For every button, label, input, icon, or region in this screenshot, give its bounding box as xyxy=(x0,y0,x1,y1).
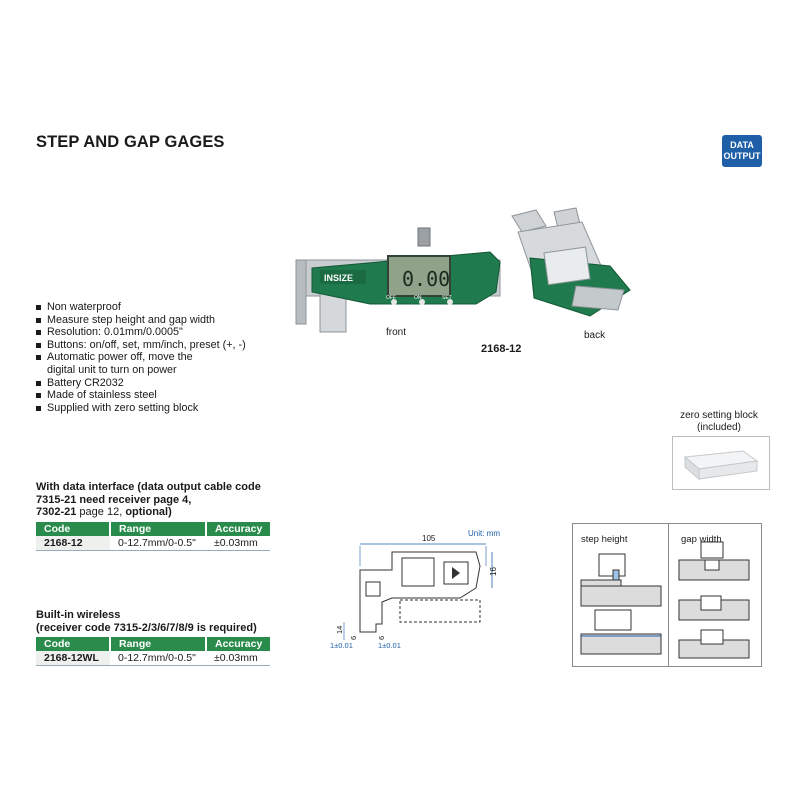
feature-list: Non waterproof Measure step height and g… xyxy=(36,301,246,414)
data-output-badge: DATA OUTPUT xyxy=(722,135,762,167)
dimension-drawing: Unit: mm 105 16 14 6 6 1±0.01 1±0.01 xyxy=(330,529,500,650)
cell-accuracy: ±0.03mm xyxy=(206,651,271,666)
front-caption: front xyxy=(386,327,407,338)
usage-sketches xyxy=(580,541,750,659)
wireless-line-2: (receiver code 7315-2/3/6/7/8/9 is requi… xyxy=(36,621,257,634)
header-accuracy: Accuracy xyxy=(206,522,271,536)
gap-width-label: gap width xyxy=(681,534,722,545)
data-interface-optional: optional) xyxy=(125,506,172,518)
brand-logo: INSIZE xyxy=(324,273,353,283)
cell-range: 0-12.7mm/0-0.5" xyxy=(110,651,206,666)
lcd-reading: 0.00 xyxy=(402,267,450,291)
feature-item: Supplied with zero setting block xyxy=(36,402,246,415)
header-range: Range xyxy=(110,522,207,536)
data-interface-code: 7302-21 xyxy=(36,506,77,518)
model-label: 2168-12 xyxy=(481,343,522,355)
wireless-note: Built-in wireless (receiver code 7315-2/… xyxy=(36,609,257,634)
page-title: STEP AND GAP GAGES xyxy=(36,133,225,151)
wireless-line-1: Built-in wireless xyxy=(36,609,121,621)
spec-table-wireless: Code Range Accuracy 2168-12WL 0-12.7mm/0… xyxy=(36,637,271,666)
back-caption: back xyxy=(584,330,606,341)
dim-6-left: 6 xyxy=(349,636,358,640)
feature-item-continuation: digital unit to turn on power xyxy=(47,363,177,376)
data-interface-page: page 12, xyxy=(76,506,126,518)
header-code: Code xyxy=(36,637,111,651)
feature-item: Automatic power off, move the xyxy=(36,351,246,364)
set-label: SET xyxy=(442,295,452,301)
feature-item: Made of stainless steel xyxy=(36,389,246,402)
back-product-photo xyxy=(511,207,631,317)
feature-item: Measure step height and gap width xyxy=(36,314,246,327)
dim-height: 16 xyxy=(489,567,498,576)
feature-item: Buttons: on/off, set, mm/inch, preset (+… xyxy=(36,339,246,352)
zero-setting-caption: zero setting block (included) xyxy=(668,410,770,434)
feature-item: Battery CR2032 xyxy=(36,377,246,390)
cell-code: 2168-12 xyxy=(36,536,110,551)
cell-accuracy: ±0.03mm xyxy=(206,536,271,551)
zero-setting-block-image xyxy=(683,450,759,481)
dim-14: 14 xyxy=(335,626,344,634)
on-button-icon xyxy=(419,299,425,305)
tolerance-right: 1±0.01 xyxy=(378,641,401,650)
table-header-row: Code Range Accuracy xyxy=(36,637,271,651)
dim-6-right: 6 xyxy=(377,636,386,640)
zero-setting-image-frame xyxy=(672,436,770,490)
data-interface-line-1: With data interface (data output cable c… xyxy=(36,481,261,493)
feature-item: Resolution: 0.01mm/0.0005" xyxy=(36,326,246,339)
dim-width: 105 xyxy=(422,534,436,543)
header-code: Code xyxy=(36,522,111,536)
step-height-label: step height xyxy=(581,534,628,545)
data-interface-note: With data interface (data output cable c… xyxy=(36,481,261,519)
on-label: ON xyxy=(414,295,422,301)
table-row: 2168-12WL 0-12.7mm/0-0.5" ±0.03mm xyxy=(36,651,271,666)
feature-item: Non waterproof xyxy=(36,301,246,314)
usage-illustrations: step height gap width xyxy=(572,523,762,667)
data-interface-line-2: 7315-21 need receiver page 4, xyxy=(36,493,192,506)
set-button-icon xyxy=(447,299,453,305)
zero-setting-label: zero setting block xyxy=(680,410,758,421)
table-header-row: Code Range Accuracy xyxy=(36,522,271,536)
front-product-photo: INSIZE 0.00 OFF ON SET xyxy=(295,227,501,333)
usage-divider xyxy=(668,524,669,666)
badge-line-2: OUTPUT xyxy=(723,151,761,161)
unit-label: Unit: mm xyxy=(468,529,500,538)
cell-range: 0-12.7mm/0-0.5" xyxy=(110,536,206,551)
zero-setting-included: (included) xyxy=(697,422,741,433)
off-label: OFF xyxy=(386,295,396,301)
cell-code: 2168-12WL xyxy=(36,651,110,666)
off-button-icon xyxy=(391,299,397,305)
tolerance-left: 1±0.01 xyxy=(330,641,353,650)
badge-line-1: DATA xyxy=(730,140,754,150)
header-range: Range xyxy=(110,637,207,651)
spec-table-data-output: Code Range Accuracy 2168-12 0-12.7mm/0-0… xyxy=(36,522,271,551)
header-accuracy: Accuracy xyxy=(206,637,271,651)
table-row: 2168-12 0-12.7mm/0-0.5" ±0.03mm xyxy=(36,536,271,551)
